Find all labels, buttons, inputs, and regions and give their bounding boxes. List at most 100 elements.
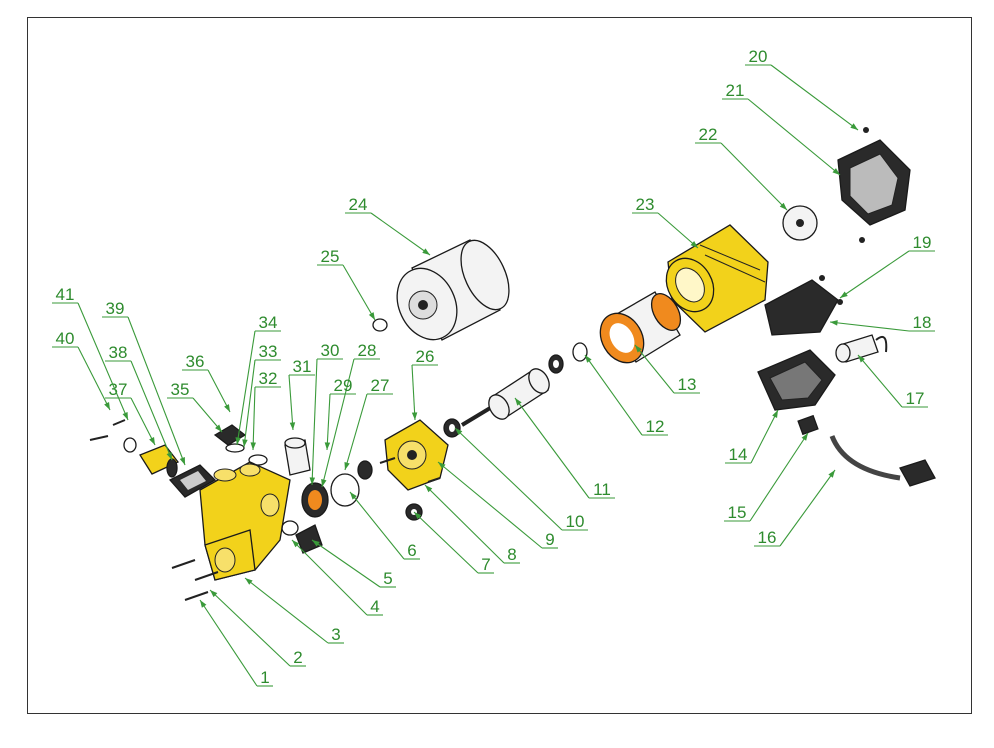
callout-leader <box>77 346 111 411</box>
callout-number: 28 <box>358 341 377 360</box>
callout-number: 7 <box>481 555 490 574</box>
pressure-tank <box>396 239 510 341</box>
callout-27: 27 <box>344 376 393 471</box>
bolts <box>89 419 441 601</box>
callout-arrowhead <box>250 442 256 450</box>
callout-arrowhead <box>455 428 463 436</box>
callout-number: 17 <box>906 389 925 408</box>
callout-leader <box>321 358 355 488</box>
callout-arrowhead <box>344 462 350 470</box>
terminal-box <box>757 349 836 411</box>
callout-number: 12 <box>646 417 665 436</box>
callout-12: 12 <box>584 354 668 436</box>
callout-leader <box>413 511 479 574</box>
callout-24: 24 <box>345 195 431 256</box>
callout-number: 9 <box>545 530 554 549</box>
flange-seal <box>166 458 178 478</box>
callout-arrowhead <box>690 240 698 248</box>
callout-20: 20 <box>745 47 859 131</box>
rotor-shaft <box>460 368 550 427</box>
callout-38: 38 <box>105 343 173 461</box>
callout-8: 8 <box>424 484 520 564</box>
callout-number: 25 <box>321 247 340 266</box>
callout-leader <box>311 539 381 588</box>
impeller <box>301 482 329 518</box>
callout-30: 30 <box>309 341 343 486</box>
callout-25: 25 <box>317 247 376 321</box>
callout-arrowhead <box>438 462 446 469</box>
callout-arrowhead <box>235 437 241 445</box>
callout-arrowhead <box>832 168 840 175</box>
callout-26: 26 <box>411 347 438 421</box>
callout-number: 31 <box>293 357 312 376</box>
callout-leader <box>130 360 173 461</box>
callout-leader <box>749 432 809 522</box>
callout-number: 13 <box>678 375 697 394</box>
callout-arrowhead <box>242 439 248 447</box>
callout-arrowhead <box>414 512 422 520</box>
callout-leader <box>243 359 256 448</box>
callout-arrowhead <box>122 412 128 420</box>
callout-number: 6 <box>407 541 416 560</box>
callout-leader <box>437 461 543 549</box>
capacitor <box>835 334 888 363</box>
callout-10: 10 <box>454 427 588 531</box>
callout-arrowhead <box>858 355 865 363</box>
callout-arrowhead <box>179 457 185 465</box>
callout-leader <box>770 64 859 131</box>
callout-leader <box>244 577 329 644</box>
callout-leader <box>657 212 699 249</box>
tank-o-ring <box>372 318 388 332</box>
callout-leader <box>291 539 368 616</box>
callout-leader <box>411 364 416 421</box>
callout-number: 2 <box>293 648 302 667</box>
callout-leader <box>779 469 836 547</box>
callout-32: 32 <box>250 369 281 451</box>
callout-leader <box>199 599 258 687</box>
callout-number: 32 <box>259 369 278 388</box>
callout-number: 41 <box>56 285 75 304</box>
callout-3: 3 <box>244 577 344 644</box>
callout-number: 24 <box>349 195 368 214</box>
callout-arrowhead <box>324 442 331 450</box>
fitting-ring <box>248 454 268 466</box>
callout-number: 15 <box>728 503 747 522</box>
callout-arrowhead <box>104 402 110 410</box>
callout-number: 40 <box>56 329 75 348</box>
callout-leader <box>342 264 376 321</box>
callout-11: 11 <box>514 397 615 499</box>
stator <box>599 291 682 364</box>
callout-37: 37 <box>105 380 156 446</box>
callout-arrowhead <box>585 355 592 363</box>
callout-leader <box>720 142 788 211</box>
callout-arrowhead <box>635 345 642 353</box>
callout-leader <box>454 427 563 531</box>
callout-leader <box>311 358 318 486</box>
callout-arrowhead <box>425 485 433 493</box>
callout-leader <box>839 250 910 299</box>
callout-leader <box>829 321 910 332</box>
callout-leader <box>747 98 841 176</box>
callout-leader <box>207 369 231 413</box>
callout-leader <box>349 491 405 560</box>
callout-number: 10 <box>566 512 585 531</box>
callout-arrowhead <box>830 320 838 326</box>
callout-number: 21 <box>726 81 745 100</box>
callout-17: 17 <box>857 354 928 408</box>
callout-29: 29 <box>324 376 356 451</box>
callout-arrowhead <box>149 437 155 445</box>
callout-number: 34 <box>259 313 278 332</box>
check-valve <box>284 437 311 476</box>
callout-arrowhead <box>292 540 300 548</box>
callout-number: 4 <box>370 597 379 616</box>
callout-leader <box>370 212 431 256</box>
callout-number: 20 <box>749 47 768 66</box>
callout-leader <box>127 316 186 466</box>
callout-21: 21 <box>722 81 841 176</box>
callout-arrowhead <box>840 291 848 298</box>
callout-14: 14 <box>725 409 779 464</box>
callout-1: 1 <box>199 599 273 687</box>
callout-number: 33 <box>259 342 278 361</box>
callout-leader <box>209 589 291 667</box>
